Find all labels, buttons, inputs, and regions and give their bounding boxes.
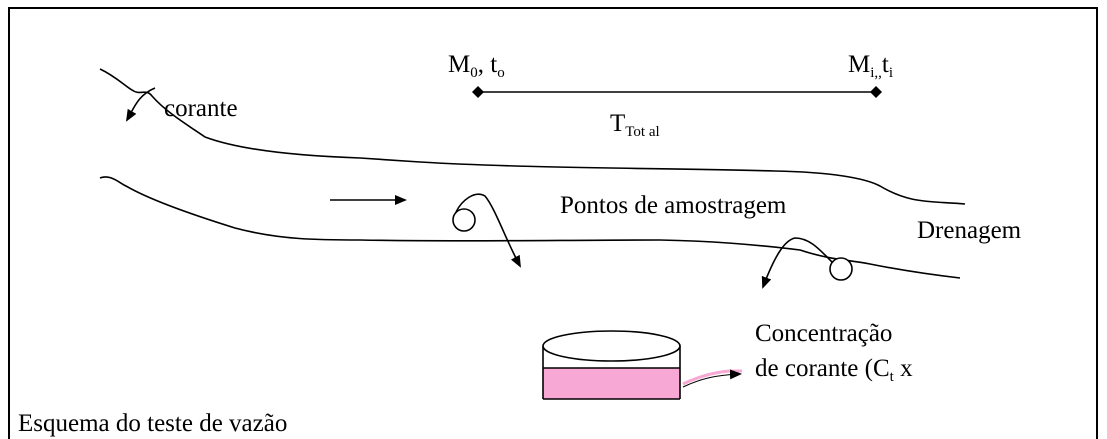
total-time-label: TTot al bbox=[610, 111, 660, 140]
concentration-subscript: t bbox=[889, 369, 894, 385]
concentration-label-line1: Concentração bbox=[755, 320, 893, 347]
stream-lower-bank bbox=[99, 176, 961, 279]
total-time-subscript: Tot al bbox=[625, 124, 660, 140]
dye-injection-arrow bbox=[125, 87, 156, 122]
concentration-label-line2: de corante (Ct x bbox=[755, 356, 913, 385]
ti-subscript: i bbox=[888, 65, 894, 81]
m0-t0-label: M0, to bbox=[448, 52, 505, 81]
concentration-suffix: x bbox=[893, 355, 913, 382]
mi-subscript: i,, bbox=[870, 65, 882, 81]
sampling-points-label: Pontos de amostragem bbox=[560, 192, 787, 219]
concentration-pointer-outline bbox=[682, 369, 742, 388]
sampling-point-1-arrow bbox=[455, 193, 521, 268]
sampling-point-2-circle bbox=[829, 257, 853, 281]
dye-label: corante bbox=[164, 95, 238, 122]
drainage-label: Drenagem bbox=[917, 217, 1022, 244]
stream-upper-bank bbox=[99, 68, 966, 205]
concentration-prefix: de corante (C bbox=[755, 355, 890, 382]
mi-symbol: M bbox=[848, 51, 871, 78]
container-liquid bbox=[543, 368, 680, 399]
mi-ti-label: Mi,,ti bbox=[848, 52, 893, 81]
t0-symbol: , t bbox=[477, 51, 498, 78]
m0-subscript: 0 bbox=[470, 65, 478, 81]
end-marker-diamond bbox=[870, 86, 882, 98]
sampling-point-1-circle bbox=[452, 208, 476, 232]
start-marker-diamond bbox=[472, 86, 484, 98]
sampling-point-2-arrow bbox=[761, 237, 833, 289]
t0-subscript: o bbox=[497, 65, 505, 81]
total-time-symbol: T bbox=[610, 110, 626, 137]
m0-symbol: M bbox=[448, 51, 471, 78]
caption: Esquema do teste de vazão bbox=[18, 410, 288, 437]
container-top-rim bbox=[542, 330, 681, 362]
frame-border bbox=[8, 7, 1098, 439]
ti-symbol: t bbox=[881, 51, 889, 78]
